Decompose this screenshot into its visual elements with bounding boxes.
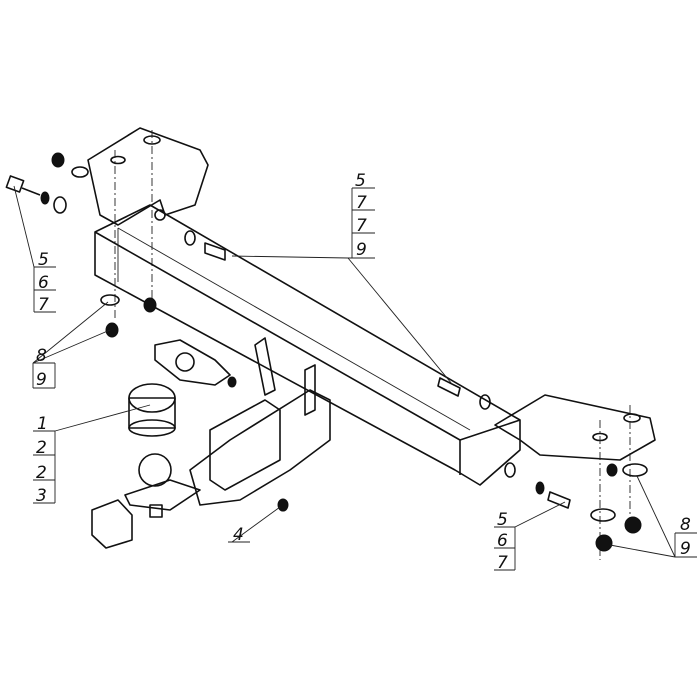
callout-right-bolt: 5 6 7 xyxy=(494,510,516,573)
callout-number: 3 xyxy=(36,486,47,506)
receiver-cap xyxy=(91,499,133,549)
callout-number: 7 xyxy=(356,216,367,236)
callout-number: 8 xyxy=(36,346,47,366)
callout-socket-nut: 4 xyxy=(228,525,250,545)
callout-number: 7 xyxy=(497,553,508,573)
callout-number: 4 xyxy=(233,525,244,545)
callout-number: 5 xyxy=(355,171,366,191)
right-mount-bracket xyxy=(494,394,656,560)
callout-right-nuts: 8 9 xyxy=(674,515,697,559)
leader-lines xyxy=(13,185,676,558)
callout-left-nuts: 8 9 xyxy=(32,346,56,390)
callout-number: 5 xyxy=(38,250,49,270)
callout-top-center: 5 7 7 9 xyxy=(351,171,375,260)
socket-plate xyxy=(154,339,231,386)
fasteners xyxy=(5,152,648,552)
callout-number: 8 xyxy=(680,515,691,535)
callout-number: 2 xyxy=(36,463,47,483)
callout-number: 6 xyxy=(497,531,508,551)
callout-number: 6 xyxy=(38,273,49,293)
left-mount-bracket xyxy=(87,127,209,320)
callout-number: 9 xyxy=(680,539,691,559)
callout-number: 5 xyxy=(497,510,508,530)
callout-number: 9 xyxy=(356,240,367,260)
callout-number: 7 xyxy=(356,193,367,213)
callout-number: 1 xyxy=(37,414,48,434)
callout-number: 9 xyxy=(36,370,47,390)
callout-left-bolt: 5 6 7 xyxy=(33,250,56,315)
callout-number: 7 xyxy=(38,295,49,315)
ball-cover xyxy=(128,383,176,437)
ball-mount xyxy=(124,337,331,518)
callout-number: 2 xyxy=(36,438,47,458)
callout-ball: 1 2 2 3 xyxy=(33,414,56,506)
